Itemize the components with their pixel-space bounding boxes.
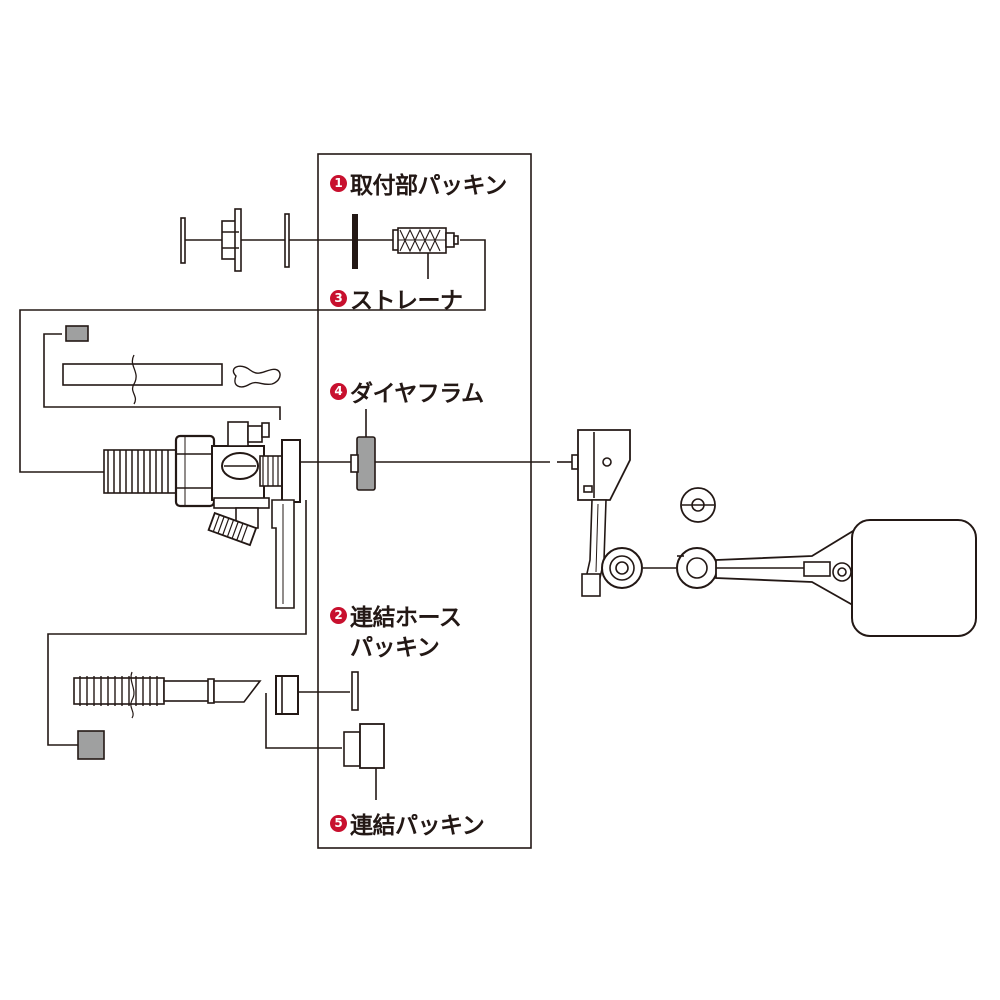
label-text: ストレーナ: [350, 288, 463, 314]
mounting-parts-group: [180, 208, 395, 272]
label-text: 取付部パッキン: [350, 173, 507, 199]
float-arm-assembly: [557, 429, 676, 597]
clip-part: [232, 365, 281, 388]
mount-packing-part: [352, 214, 358, 269]
end-cap-part: [77, 730, 105, 760]
number-badge: 3: [330, 289, 347, 307]
float-lever-assembly: [676, 487, 977, 637]
connecting-hose-part: [73, 671, 262, 719]
ball-tap-valve-body: [103, 421, 301, 609]
strainer-part: [392, 227, 459, 254]
label-hose-packing-line2: パッキン: [350, 635, 440, 661]
small-parts-bracket: [43, 333, 281, 420]
diaphragm-part: [350, 436, 550, 491]
washer-part: [180, 217, 186, 264]
number-badge: 5: [330, 814, 347, 832]
label-mount-packing: 1 取付部パッキン: [330, 166, 507, 200]
washer-part-2: [284, 213, 290, 268]
strainer-bracket: [19, 239, 486, 473]
number-badge: 1: [330, 174, 347, 192]
number-badge: 2: [330, 606, 347, 624]
label-joint-packing: 5 連結パッキン: [330, 806, 485, 840]
cap-part: [65, 325, 89, 342]
label-hose-packing: 2 連結ホース: [330, 598, 462, 632]
label-text: ダイヤフラム: [350, 381, 484, 407]
label-text: 連結ホース: [350, 605, 462, 631]
hose-bracket: [47, 500, 307, 746]
highlight-frame: [317, 153, 532, 849]
joint-packing-part: [343, 723, 385, 769]
hose-nut-part: [275, 675, 299, 715]
label-text: 連結パッキン: [350, 813, 485, 839]
label-diaphragm: 4 ダイヤフラム: [330, 374, 484, 408]
label-strainer: 3 ストレーナ: [330, 281, 463, 315]
rod-part: [62, 354, 223, 405]
hose-packing-part: [351, 671, 359, 711]
number-badge: 4: [330, 382, 347, 400]
joint-packing-bracket: [265, 693, 342, 749]
